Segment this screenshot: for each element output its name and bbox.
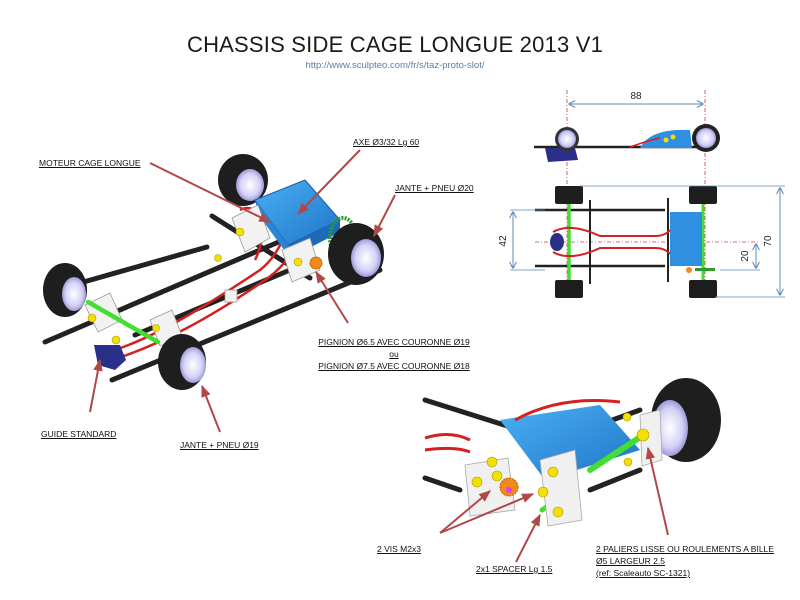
page-title: CHASSIS SIDE CAGE LONGUE 2013 V1 bbox=[0, 32, 800, 58]
dimension-wheelbase-label: 88 bbox=[630, 91, 642, 102]
title-text: CHASSIS SIDE CAGE LONGUE 2013 V1 bbox=[187, 32, 603, 57]
arrow-pinion bbox=[315, 270, 349, 324]
pinion-gear bbox=[309, 256, 323, 270]
label-pinion-option-2: PIGNION Ø7.5 AVEC COURONNE Ø18 bbox=[318, 361, 470, 371]
rear-wheel-top bbox=[218, 154, 268, 206]
label-screws: 2 VIS M2x3 bbox=[377, 544, 421, 554]
arrow-motor bbox=[149, 162, 272, 223]
label-front-wheel: JANTE + PNEU Ø19 bbox=[180, 440, 259, 450]
detail-arrows bbox=[439, 446, 669, 563]
front-wheel-right bbox=[158, 334, 206, 390]
dimension-outer-width-label: 70 bbox=[763, 235, 774, 247]
label-bearings-line-2: Ø5 LARGEUR 2.5 bbox=[596, 556, 665, 566]
label-rear-wheel: JANTE + PNEU Ø20 bbox=[395, 183, 474, 193]
dimension-offset-label: 20 bbox=[740, 250, 751, 262]
label-spacer: 2x1 SPACER Lg 1.5 bbox=[476, 564, 553, 574]
front-wheel-left bbox=[43, 263, 87, 317]
dimension-inner-width-label: 42 bbox=[498, 235, 509, 247]
label-motor: MOTEUR CAGE LONGUE bbox=[39, 158, 141, 168]
isometric-chassis bbox=[42, 154, 384, 390]
label-or: ou bbox=[389, 349, 399, 359]
top-view-dimensions: 42 70 20 bbox=[498, 185, 785, 298]
top-view bbox=[535, 186, 760, 298]
rear-wheel-right bbox=[328, 223, 384, 285]
source-url[interactable]: http://www.sculpteo.com/fr/s/taz-proto-s… bbox=[0, 60, 800, 71]
label-bearings-line-1: 2 PALIERS LISSE OU ROULEMENTS A BILLE bbox=[596, 544, 774, 554]
arrow-rear-wheel bbox=[373, 194, 396, 238]
arrow-guide bbox=[89, 358, 103, 413]
screws bbox=[87, 227, 303, 345]
url-text[interactable]: http://www.sculpteo.com/fr/s/taz-proto-s… bbox=[305, 60, 485, 71]
front-axle bbox=[85, 299, 161, 345]
label-guide: GUIDE STANDARD bbox=[41, 429, 117, 439]
arrow-front-wheel bbox=[201, 384, 221, 433]
annotation-arrows bbox=[89, 149, 396, 433]
label-pinion-option-1: PIGNION Ø6.5 AVEC COURONNE Ø19 bbox=[318, 337, 470, 347]
detail-view bbox=[422, 378, 721, 527]
label-axle: AXE Ø3/32 Lg 60 bbox=[353, 137, 420, 147]
arrow-axle bbox=[297, 149, 361, 215]
label-bearings-line-3: (ref: Scaleauto SC-1321) bbox=[596, 568, 691, 578]
